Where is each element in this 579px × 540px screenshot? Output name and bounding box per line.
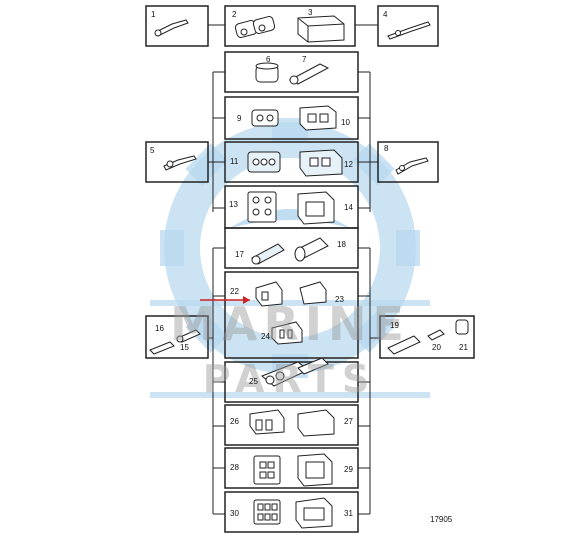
- label-17: 17: [235, 250, 244, 259]
- terminal-pin-icon: [154, 19, 189, 37]
- label-21: 21: [459, 343, 468, 352]
- cover-cap-icon: [299, 281, 327, 305]
- label-11: 11: [230, 157, 239, 166]
- label-5: 5: [150, 146, 155, 155]
- connector-lines: [208, 24, 380, 515]
- box-parts-19-21[interactable]: [379, 315, 475, 359]
- box-parts-2-3[interactable]: [224, 5, 356, 47]
- quad-socket-icon: [297, 453, 333, 487]
- box-part-1[interactable]: [145, 5, 209, 47]
- crimp-connector-icon: [176, 329, 201, 343]
- latch-housing-icon: [255, 281, 283, 307]
- twin-plug-icon: [261, 357, 329, 387]
- label-13: 13: [229, 200, 238, 209]
- label-10: 10: [341, 118, 350, 127]
- box-part-8[interactable]: [377, 141, 439, 183]
- pin-icon: [427, 329, 445, 341]
- label-4: 4: [383, 10, 388, 19]
- sleeve-icon: [288, 63, 330, 85]
- six-way-plug-icon: [253, 499, 281, 525]
- label-8: 8: [384, 144, 389, 153]
- boot-icon: [387, 335, 421, 355]
- housing-cover-icon: [297, 409, 335, 437]
- part-drawings: [149, 15, 469, 529]
- bellows-boot-icon: [294, 237, 329, 262]
- box-parts-26-27[interactable]: [224, 404, 359, 446]
- label-24: 24: [261, 332, 270, 341]
- tube-icon: [255, 62, 279, 83]
- label-2: 2: [232, 10, 237, 19]
- box-parts-11-12[interactable]: [224, 141, 359, 183]
- label-20: 20: [432, 343, 441, 352]
- socket-housing-icon: [299, 105, 337, 131]
- avito-logo-icon: Avito: [472, 504, 552, 530]
- label-3: 3: [308, 8, 313, 17]
- quad-plug-icon: [253, 455, 281, 485]
- plug-pin-icon: [149, 341, 175, 355]
- tri-socket-icon: [249, 409, 285, 435]
- label-18: 18: [337, 240, 346, 249]
- block-socket-icon: [297, 191, 335, 225]
- label-1: 1: [151, 10, 156, 19]
- box-parts-22-24[interactable]: [224, 271, 359, 359]
- label-9: 9: [237, 114, 242, 123]
- crimp-pin-icon: [395, 157, 429, 175]
- label-29: 29: [344, 465, 353, 474]
- part-numbers: 1 2 3 4 6 7 9 10 5 11 12 8 13 14 17 18 2…: [150, 8, 468, 518]
- block-plug-icon: [247, 191, 277, 223]
- reference-number: 17905: [430, 515, 453, 524]
- label-31: 31: [344, 509, 353, 518]
- housing-icon: [297, 15, 345, 43]
- box-part-5[interactable]: [145, 141, 209, 183]
- label-15: 15: [180, 343, 189, 352]
- box-parts-15-16[interactable]: [145, 315, 209, 359]
- terminal-block-icon: [271, 321, 303, 345]
- terminal-pin-icon: [163, 155, 197, 171]
- box-parts-9-10[interactable]: [224, 96, 359, 140]
- six-way-socket-icon: [295, 497, 333, 529]
- label-12: 12: [344, 160, 353, 169]
- watermark-text-marine: MARINE: [170, 297, 410, 351]
- watermark-text-parts: PARTS: [203, 357, 378, 401]
- seal-sleeve-icon: [251, 243, 285, 265]
- label-28: 28: [230, 463, 239, 472]
- label-26: 26: [230, 417, 239, 426]
- part-boxes: [145, 5, 475, 533]
- avito-label: Avito: [498, 504, 552, 529]
- label-16: 16: [155, 324, 164, 333]
- label-23: 23: [335, 295, 344, 304]
- pin-icon: [387, 21, 431, 40]
- box-part-25[interactable]: [224, 361, 359, 403]
- box-part-4[interactable]: [377, 5, 439, 47]
- seal-ring-icon: [455, 319, 469, 335]
- label-14: 14: [344, 203, 353, 212]
- multi-plug-icon: [247, 151, 281, 173]
- label-6: 6: [266, 55, 271, 64]
- label-7: 7: [302, 55, 307, 64]
- box-parts-30-31[interactable]: [224, 491, 359, 533]
- label-19: 19: [390, 321, 399, 330]
- box-parts-17-18[interactable]: [224, 227, 359, 269]
- connector-pair-icon: [234, 16, 276, 38]
- label-22: 22: [230, 287, 239, 296]
- plug-housing-icon: [251, 109, 279, 127]
- red-arrow-icon: [200, 296, 250, 304]
- label-25: 25: [249, 377, 258, 386]
- label-27: 27: [344, 417, 353, 426]
- label-30: 30: [230, 509, 239, 518]
- multi-socket-icon: [299, 149, 343, 177]
- box-parts-6-7[interactable]: [224, 51, 359, 93]
- box-parts-28-29[interactable]: [224, 447, 359, 489]
